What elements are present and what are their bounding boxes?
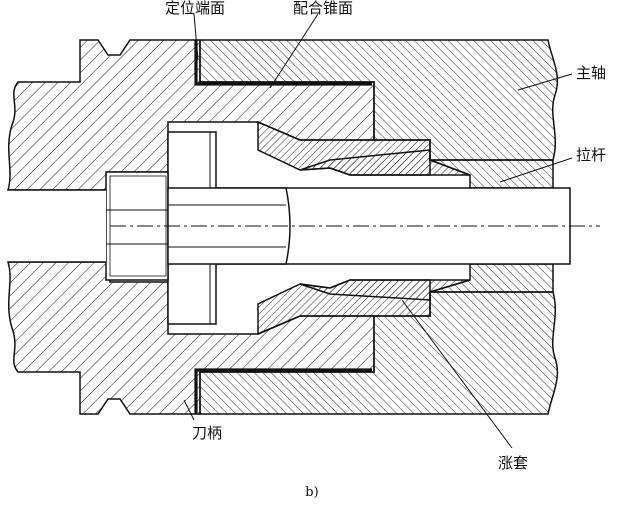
pull-rod-lower-wall (429, 263, 554, 293)
label-locating-end-face: 定位端面 (165, 0, 225, 17)
label-spindle: 主轴 (576, 64, 606, 82)
contact-surfaces (194, 40, 372, 414)
label-expansion-sleeve: 涨套 (498, 454, 528, 472)
expansion-sleeve (257, 120, 471, 336)
tool-shank-upper (6, 39, 375, 191)
tool-shank-body (6, 39, 375, 415)
label-tool-shank: 刀柄 (192, 424, 222, 442)
locating-end-face-line-upper (194, 40, 372, 86)
tool-shank-lower (6, 261, 375, 415)
locating-end-face-line-lower (194, 368, 372, 414)
label-pull-rod: 拉杆 (576, 146, 606, 164)
leader-lines (183, 13, 573, 449)
label-mating-cone: 配合锥面 (293, 0, 353, 17)
bolt-assembly (105, 131, 291, 325)
shank-bore (8, 190, 106, 262)
figure-caption: b) (305, 485, 318, 500)
